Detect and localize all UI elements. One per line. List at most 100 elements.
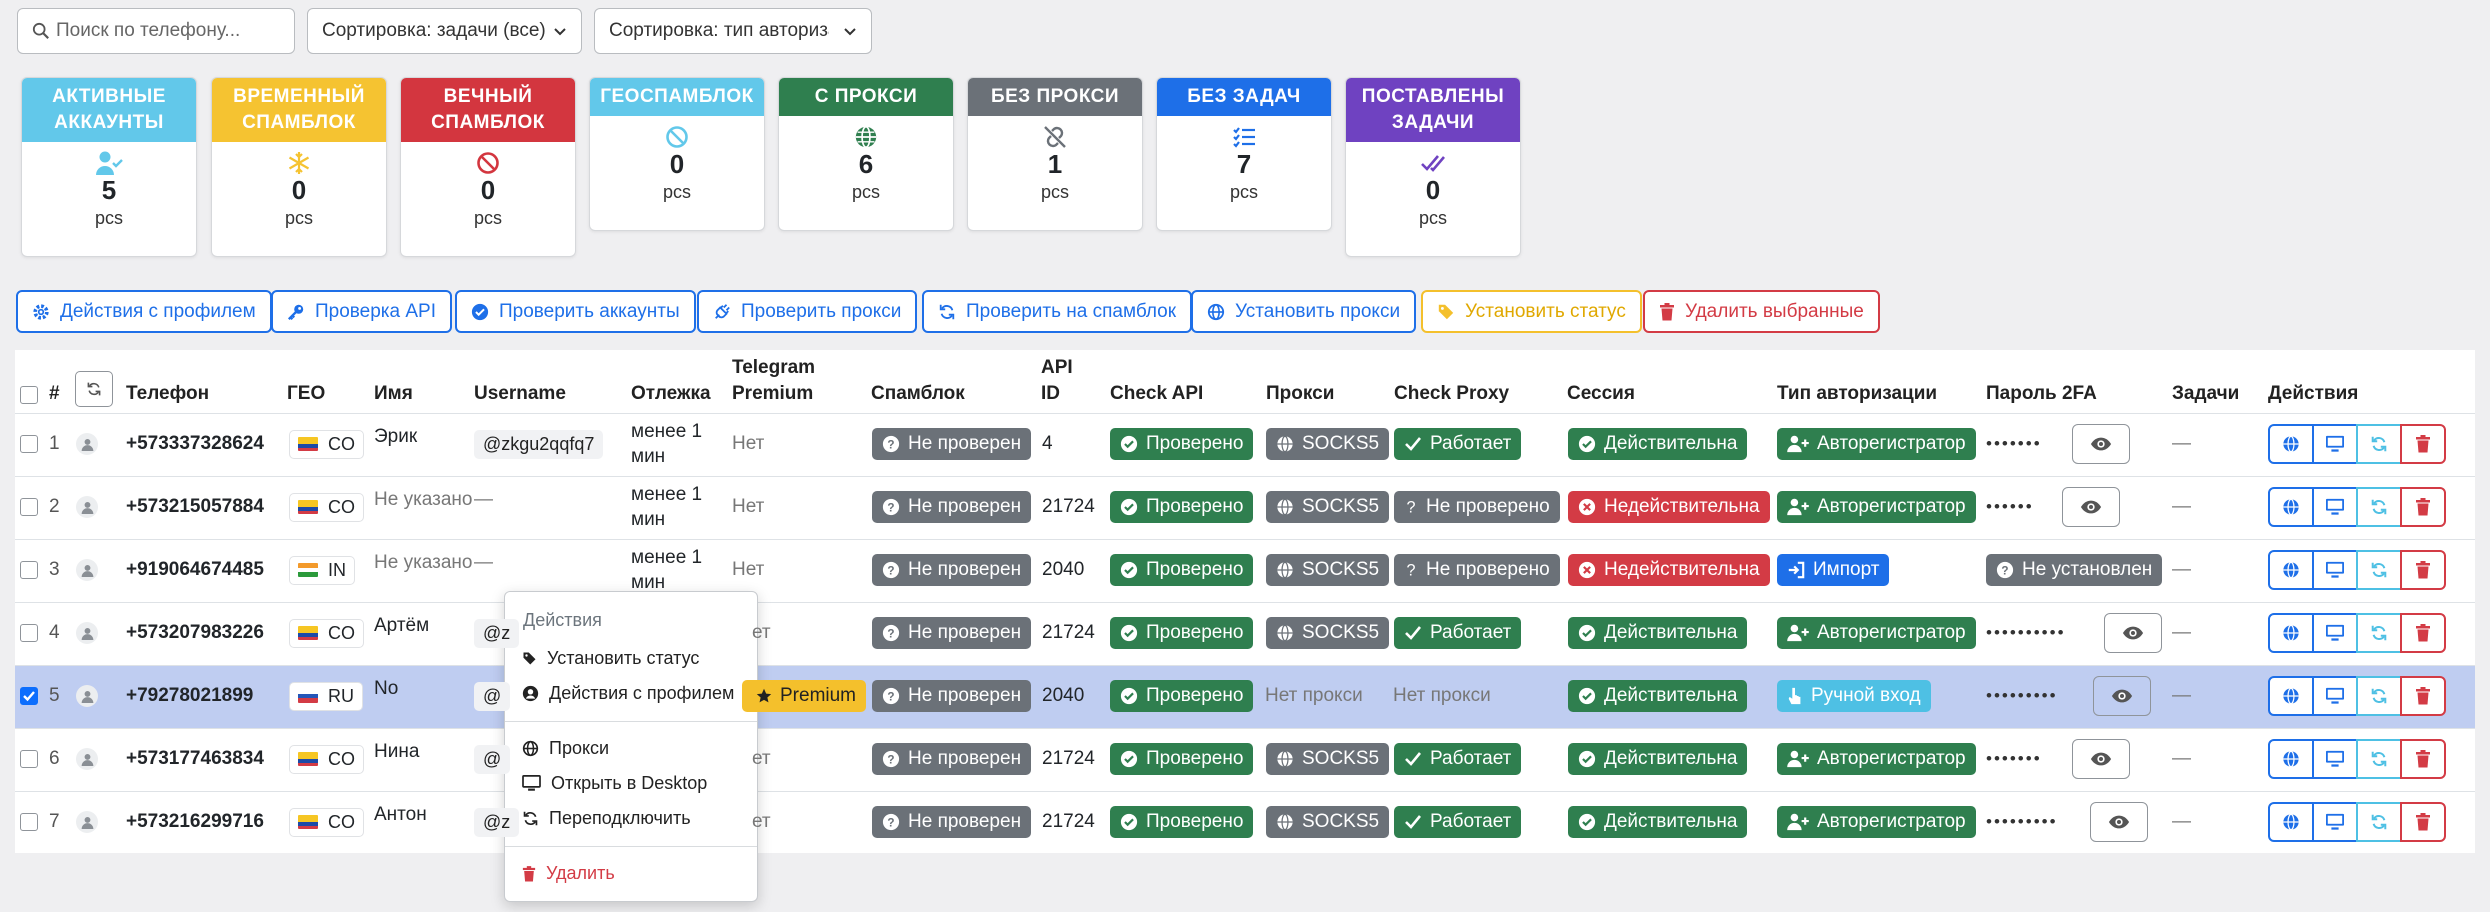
flag-icon — [298, 689, 318, 703]
check-proxy-button[interactable]: Проверить прокси — [697, 290, 918, 333]
ctx-set-status-label: Установить статус — [547, 648, 700, 668]
check-api-status: Проверено — [1146, 811, 1244, 832]
chevron-down-icon — [554, 28, 566, 36]
header-geo: ГЕО — [287, 383, 326, 404]
row-checkbox[interactable] — [20, 487, 38, 527]
svg-text:?: ? — [887, 754, 894, 767]
table-row[interactable] — [15, 413, 2475, 476]
stat-card[interactable]: ГЕОСПАМБЛОК 0 pcs — [589, 77, 765, 231]
row-checkbox[interactable] — [20, 739, 38, 779]
delete-action-button[interactable] — [2400, 550, 2446, 590]
reconnect-action-button[interactable] — [2356, 550, 2402, 590]
reconnect-action-button[interactable] — [2356, 802, 2402, 842]
proxy-action-button[interactable] — [2268, 550, 2314, 590]
user-icon — [81, 816, 93, 829]
ctx-set-status[interactable]: Установить статус — [522, 648, 699, 669]
ctx-proxy[interactable]: Прокси — [522, 738, 609, 759]
trash-icon — [2416, 435, 2430, 453]
row-checkbox[interactable] — [20, 676, 38, 716]
desktop-action-button[interactable] — [2312, 487, 2358, 527]
show-password-button[interactable] — [2090, 802, 2148, 842]
table-row[interactable] — [15, 791, 2475, 854]
desktop-action-button[interactable] — [2312, 550, 2358, 590]
show-password-button[interactable] — [2104, 613, 2162, 653]
select-all-checkbox[interactable] — [20, 386, 38, 404]
delete-action-button[interactable] — [2400, 739, 2446, 779]
ctx-delete[interactable]: Удалить — [522, 863, 615, 884]
desktop-action-button[interactable] — [2312, 676, 2358, 716]
proxy-type: SOCKS5 — [1302, 622, 1380, 643]
proxy-action-button[interactable] — [2268, 613, 2314, 653]
desktop-action-button[interactable] — [2312, 613, 2358, 653]
proxy-action-button[interactable] — [2268, 802, 2314, 842]
desktop-action-button[interactable] — [2312, 739, 2358, 779]
question-icon: ? — [1406, 561, 1415, 579]
table-row[interactable] — [15, 539, 2475, 602]
stat-card[interactable]: ВРЕМЕННЫЙ СПАМБЛОК 0 pcs — [211, 77, 387, 257]
proxy-action-button[interactable] — [2268, 676, 2314, 716]
reconnect-action-button[interactable] — [2356, 613, 2402, 653]
globe-icon — [1277, 561, 1293, 579]
delete-action-button[interactable] — [2400, 613, 2446, 653]
row-checkbox[interactable] — [20, 802, 38, 842]
trash-icon — [2416, 498, 2430, 516]
table-row[interactable] — [15, 476, 2475, 539]
ctx-open-desktop[interactable]: Открыть в Desktop — [522, 773, 707, 794]
row-checkbox[interactable] — [20, 424, 38, 464]
delete-action-button[interactable] — [2400, 676, 2446, 716]
delete-action-button[interactable] — [2400, 802, 2446, 842]
check-accounts-button[interactable]: Проверить аккаунты — [455, 290, 696, 333]
stat-card[interactable]: БЕЗ ЗАДАЧ 7 pcs — [1156, 77, 1332, 231]
proxy-badge: SOCKS5 — [1266, 613, 1390, 653]
sort-tasks-select[interactable]: Сортировка: задачи (все) — [307, 8, 582, 54]
ctx-reconnect[interactable]: Переподключить — [522, 808, 691, 829]
table-row[interactable] — [15, 602, 2475, 665]
proxy-action-button[interactable] — [2268, 487, 2314, 527]
geo-code: CO — [328, 811, 355, 832]
auth-badge: Импорт — [1777, 550, 1890, 590]
proxy-action-button[interactable] — [2268, 739, 2314, 779]
stat-card[interactable]: АКТИВНЫЕ АККАУНТЫ 5 pcs — [21, 77, 197, 257]
header-phone: Телефон — [126, 383, 210, 404]
username-cell: @ — [474, 739, 511, 779]
stat-card[interactable]: С ПРОКСИ 6 pcs — [778, 77, 954, 231]
row-checkbox[interactable] — [20, 613, 38, 653]
stat-card[interactable]: БЕЗ ПРОКСИ 1 pcs — [967, 77, 1143, 231]
check-api-button[interactable]: Проверка API — [271, 290, 453, 333]
profile-actions-button[interactable]: Действия с профилем — [16, 290, 272, 333]
set-proxy-button[interactable]: Установить прокси — [1191, 290, 1417, 333]
table-row[interactable] — [15, 728, 2475, 791]
reconnect-action-button[interactable] — [2356, 424, 2402, 464]
globe-icon — [2283, 498, 2299, 516]
show-password-button[interactable] — [2093, 676, 2151, 716]
check-spamblock-button[interactable]: Проверить на спамблок — [922, 290, 1193, 333]
ctx-profile-actions[interactable]: Действия с профилем — [522, 683, 734, 704]
search-input[interactable]: Поиск по телефону... — [17, 8, 295, 54]
desktop-action-button[interactable] — [2312, 802, 2358, 842]
delete-action-button[interactable] — [2400, 424, 2446, 464]
check-proxy-badge: Работает — [1394, 802, 1522, 842]
reconnect-action-button[interactable] — [2356, 676, 2402, 716]
stat-card[interactable]: ПОСТАВЛЕНЫ ЗАДАЧИ 0 pcs — [1345, 77, 1521, 257]
proxy-action-button[interactable] — [2268, 424, 2314, 464]
show-password-button[interactable] — [2072, 424, 2130, 464]
check-proxy-status: Работает — [1430, 622, 1512, 643]
reconnect-action-button[interactable] — [2356, 739, 2402, 779]
sort-auth-select[interactable]: Сортировка: тип авторизац — [594, 8, 872, 54]
delete-selected-button[interactable]: Удалить выбранные — [1643, 290, 1880, 333]
show-password-button[interactable] — [2072, 739, 2130, 779]
show-password-button[interactable] — [2062, 487, 2120, 527]
user-icon — [81, 690, 93, 703]
delete-action-button[interactable] — [2400, 487, 2446, 527]
phone-number: +573215057884 — [126, 496, 264, 517]
sort-auth-value: Сортировка: тип авторизац — [609, 20, 829, 41]
set-status-button[interactable]: Установить статус — [1421, 290, 1642, 333]
refresh-table-button[interactable] — [75, 371, 113, 407]
reconnect-action-button[interactable] — [2356, 487, 2402, 527]
desktop-action-button[interactable] — [2312, 424, 2358, 464]
spamblock-status: Не проверен — [908, 496, 1022, 517]
stat-card-unit: pcs — [1229, 182, 1258, 202]
stat-card[interactable]: ВЕЧНЫЙ СПАМБЛОК 0 pcs — [400, 77, 576, 257]
row-checkbox[interactable] — [20, 550, 38, 590]
check-icon — [1405, 752, 1422, 766]
